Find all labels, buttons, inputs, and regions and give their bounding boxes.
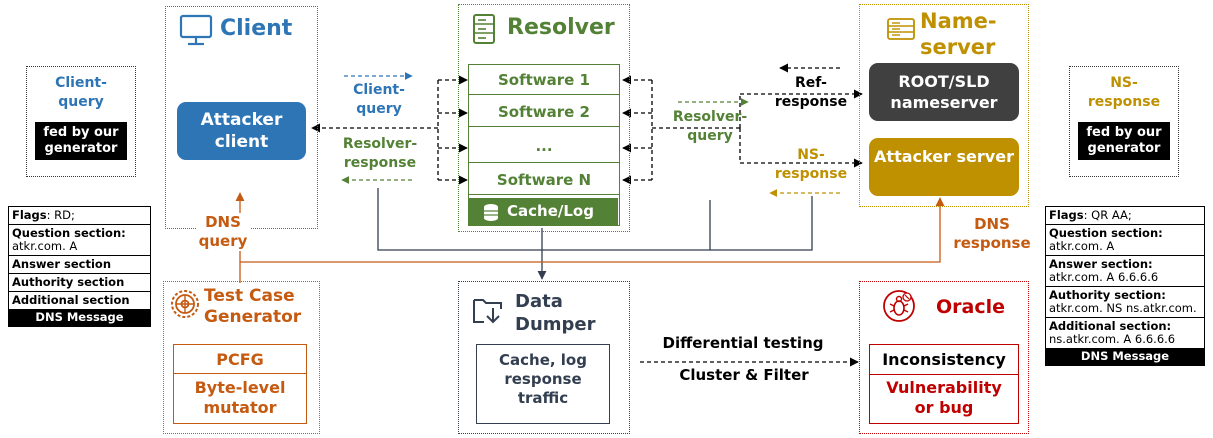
- client-query-fed-title: Client-query: [55, 75, 107, 110]
- pcfg-item: PCFG: [174, 345, 306, 374]
- client-box: Client Attacker client: [165, 6, 318, 229]
- client-query-fed-box: Client-query fed by our generator: [26, 66, 136, 177]
- attacker-client: Attacker client: [177, 102, 306, 160]
- folder-download-icon: [473, 299, 502, 324]
- collection-lines: [377, 188, 813, 280]
- oracle-box: Oracle Inconsistency Vulnerability or bu…: [859, 281, 1029, 434]
- dns-message-footer: DNS Message: [9, 309, 150, 326]
- vulnerability-item: Vulnerability or bug: [886, 378, 1002, 417]
- software-2: Software 2: [469, 97, 619, 127]
- software-1: Software 1: [469, 65, 619, 95]
- data-dumper-box: Data Dumper Cache, log response traffic: [458, 281, 630, 434]
- client-query-label: Client-query: [353, 82, 405, 117]
- flags-row: Flags: RD;: [9, 207, 150, 225]
- oracle-results: Inconsistency Vulnerability or bug: [869, 344, 1019, 424]
- differential-testing-label: Differential testing: [662, 334, 824, 352]
- software-stack: Software 1 Software 2 ... Software N Cac…: [468, 64, 620, 226]
- fed-by-generator-label: fed by our generator: [35, 122, 127, 160]
- software-n: Software N: [469, 165, 619, 195]
- resolver-title: Resolver: [507, 15, 615, 40]
- generator-methods: PCFG Byte-level mutator: [173, 344, 307, 424]
- fed-by-generator-label: fed by our generator: [1078, 122, 1170, 160]
- flags-row: Flags: QR AA;: [1046, 207, 1204, 225]
- question-row: Question section:atkr.com. A: [1046, 225, 1204, 256]
- root-sld-nameserver: ROOT/SLD nameserver: [869, 63, 1019, 121]
- resolver-nameserver-links: [622, 75, 863, 185]
- bug-icon: [883, 290, 915, 322]
- dns-message-query: Flags: RD; Question section:atkr.com. A …: [8, 206, 151, 327]
- ns-response-fed-box: NS-response fed by our generator: [1069, 66, 1179, 177]
- data-dumper-title: Data Dumper: [515, 291, 596, 335]
- generator-box: Test Case Generator PCFG Byte-level muta…: [163, 281, 320, 434]
- dns-message-footer: DNS Message: [1046, 348, 1204, 365]
- answer-row: Answer section:atkr.com. A 6.6.6.6: [1046, 256, 1204, 287]
- additional-row: Additional section: [12, 293, 130, 307]
- cache-log: Cache/Log: [469, 198, 618, 225]
- dns-message-response: Flags: QR AA; Question section:atkr.com.…: [1045, 206, 1205, 366]
- ns-response-fed-title: NS-response: [1087, 75, 1161, 110]
- client-resolver-links: [311, 75, 468, 185]
- server-rack-icon: [887, 18, 915, 40]
- inconsistency-item: Inconsistency: [870, 345, 1018, 375]
- generator-gear-icon: [171, 290, 199, 318]
- dns-response-label: DNS response: [953, 215, 1031, 252]
- authority-row: Authority section: [9, 274, 150, 292]
- additional-row: Additional section:ns.atkr.com. A 6.6.6.…: [1049, 319, 1176, 346]
- oracle-title: Oracle: [936, 296, 1006, 318]
- cluster-filter-label: Cluster & Filter: [679, 366, 809, 384]
- resolver-query-label: Resolver-query: [672, 109, 748, 144]
- client-title: Client: [220, 16, 293, 41]
- authority-row: Authority section:atkr.com. NS ns.atkr.c…: [1046, 287, 1204, 318]
- resolver-box: Resolver Software 1 Software 2 ... Softw…: [458, 4, 630, 232]
- dumper-content: Cache, log response traffic: [476, 344, 610, 424]
- dns-query-label: DNS query: [196, 213, 250, 251]
- generator-title: Test Case Generator: [204, 286, 302, 327]
- software-ellipsis: ...: [469, 129, 619, 163]
- database-icon: [484, 204, 498, 221]
- byte-mutator-item: Byte-level mutator: [194, 378, 286, 417]
- nameserver-title: Name-server: [920, 9, 997, 59]
- question-row: Question section:atkr.com. A: [9, 225, 150, 256]
- monitor-icon: [179, 14, 213, 46]
- resolver-response-label: Resolver-response: [342, 136, 418, 171]
- answer-row: Answer section: [9, 256, 150, 274]
- ref-response-label: Ref-response: [774, 75, 848, 110]
- server-icon: [473, 14, 495, 44]
- ns-response-label: NS-response: [774, 147, 848, 182]
- nameserver-box: Name-server ROOT/SLD nameserver Attacker…: [859, 4, 1029, 207]
- attacker-server: Attacker server: [869, 138, 1019, 196]
